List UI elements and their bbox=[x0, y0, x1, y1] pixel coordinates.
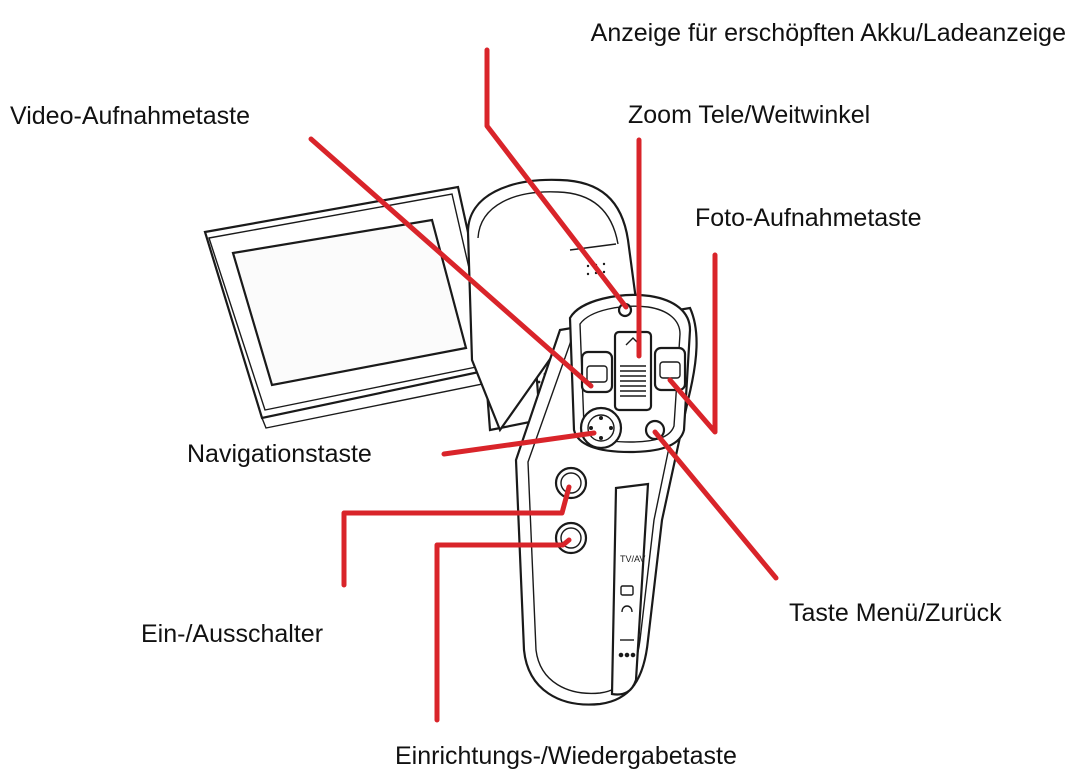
label-battery-indicator: Anzeige für erschöpften Akku/Ladeanzeige bbox=[591, 19, 1066, 47]
leader-photo-button bbox=[667, 252, 718, 435]
camcorder-illustration: TV/AV bbox=[203, 178, 698, 706]
leader-menu-back bbox=[652, 429, 779, 581]
leader-power bbox=[341, 484, 572, 588]
leader-lines bbox=[308, 47, 779, 723]
port-icons bbox=[618, 585, 636, 658]
callout-labels: Anzeige für erschöpften Akku/Ladeanzeige… bbox=[10, 19, 1066, 770]
zoom-rocker-ridges bbox=[620, 365, 646, 397]
label-zoom: Zoom Tele/Weitwinkel bbox=[628, 101, 870, 129]
photo-shutter-button bbox=[653, 346, 687, 392]
lcd-screen bbox=[231, 218, 468, 387]
leader-navigation bbox=[441, 430, 597, 457]
label-power: Ein-/Ausschalter bbox=[141, 620, 323, 648]
navigation-pad bbox=[579, 406, 623, 450]
lcd-panel bbox=[203, 185, 503, 429]
label-video-button: Video-Aufnahmetaste bbox=[10, 102, 250, 130]
label-photo-button: Foto-Aufnahmetaste bbox=[695, 204, 922, 232]
connector-door bbox=[610, 482, 650, 696]
leader-setup-playback bbox=[434, 537, 572, 723]
setup-playback-button bbox=[554, 521, 588, 555]
label-setup-playback: Einrichtungs-/Wiedergabetaste bbox=[395, 742, 737, 770]
leader-video-button bbox=[308, 136, 594, 389]
leader-battery-indicator bbox=[484, 47, 629, 310]
tv-out-mark: TV/AV bbox=[620, 554, 645, 564]
label-navigation: Navigationstaste bbox=[187, 440, 372, 468]
label-menu-back: Taste Menü/Zurück bbox=[789, 599, 1002, 627]
power-button bbox=[554, 466, 588, 500]
